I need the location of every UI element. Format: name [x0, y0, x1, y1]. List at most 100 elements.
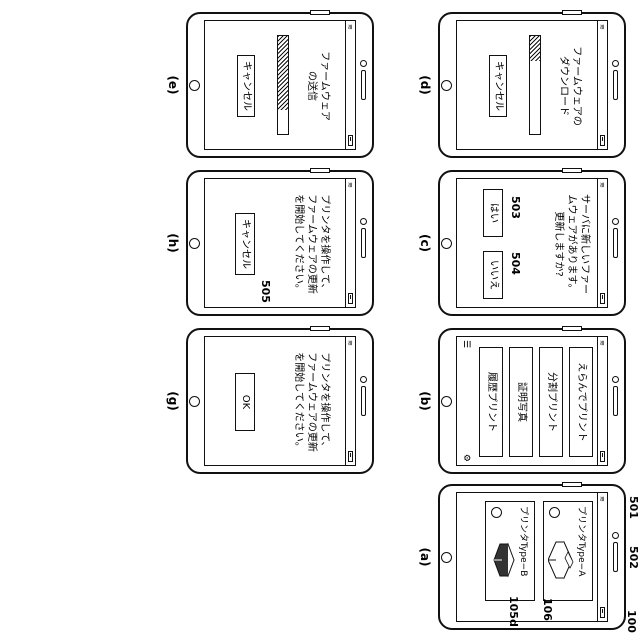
- progress-fill: [278, 36, 288, 110]
- phone-h: ≋ プリンタを操作して、 ファームウェアの更新 を開始してください。 キャンセル: [186, 170, 374, 316]
- phone-b: ≋ えらんでプリント 分割プリント 証明写真 履歴プリント ☰ ⚙: [438, 328, 626, 474]
- send-message: ファームウェア の送信: [305, 27, 331, 145]
- battery-icon: [600, 135, 605, 146]
- message-line: ファームウェアの更新: [305, 185, 318, 303]
- speaker-icon: [361, 70, 366, 100]
- caption-g: (g): [166, 328, 180, 474]
- ref-503: 503: [509, 196, 522, 219]
- ref-105d: 105d: [507, 596, 520, 627]
- radio-button[interactable]: [549, 507, 560, 518]
- camera-icon: [612, 218, 619, 225]
- speaker-icon: [613, 542, 618, 572]
- camera-icon: [612, 376, 619, 383]
- status-bar: ≋: [597, 493, 607, 621]
- side-key: [562, 10, 582, 15]
- printer-name: プリンタType−B: [518, 506, 531, 576]
- battery-icon: [348, 135, 353, 146]
- send-progress-bar: [277, 35, 289, 135]
- message-line: プリンタを操作して、: [318, 185, 331, 303]
- ref-502: 502: [627, 546, 640, 569]
- screen-a: ≋ プリンタType−A プリンタType−B: [456, 492, 608, 622]
- caption-d: (d): [418, 12, 432, 158]
- status-bar: ≋: [345, 21, 355, 149]
- message-line: 更新しますか?: [552, 185, 565, 303]
- wifi-icon: ≋: [598, 182, 606, 188]
- update-message: サーバに新しいファー ムウェアがあります。 更新しますか?: [552, 185, 591, 303]
- message-line: ファームウェア: [318, 27, 331, 145]
- message-line: プリンタを操作して、: [318, 343, 331, 461]
- home-button: [189, 238, 200, 249]
- screen-c: ≋ サーバに新しいファー ムウェアがあります。 更新しますか? はい いいえ: [456, 178, 608, 308]
- cancel-button[interactable]: キャンセル: [235, 213, 255, 275]
- battery-icon: [600, 607, 605, 618]
- ref-106: 106: [541, 598, 554, 621]
- wifi-icon: ≋: [598, 340, 606, 346]
- speaker-icon: [613, 228, 618, 258]
- wifi-icon: ≋: [346, 182, 354, 188]
- status-bar: ≋: [597, 21, 607, 149]
- speaker-icon: [613, 386, 618, 416]
- camera-icon: [360, 218, 367, 225]
- screen-h: ≋ プリンタを操作して、 ファームウェアの更新 を開始してください。 キャンセル: [204, 178, 356, 308]
- battery-icon: [600, 451, 605, 462]
- menu-icon[interactable]: ☰: [461, 340, 471, 348]
- phone-e: ≋ ファームウェア の送信 キャンセル: [186, 12, 374, 158]
- download-message: ファームウェアの ダウンロード: [557, 27, 583, 145]
- wifi-icon: ≋: [346, 24, 354, 30]
- progress-fill: [530, 36, 540, 61]
- ref-100: 100: [625, 610, 638, 633]
- cancel-button[interactable]: キャンセル: [237, 55, 255, 117]
- side-key: [562, 482, 582, 487]
- side-key: [562, 168, 582, 173]
- ok-button[interactable]: OK: [235, 373, 255, 431]
- printer-name: プリンタType−A: [576, 506, 589, 576]
- caption-c: (c): [418, 170, 432, 316]
- side-key: [310, 326, 330, 331]
- message-line: ダウンロード: [557, 27, 570, 145]
- home-button: [441, 552, 452, 563]
- side-key: [562, 326, 582, 331]
- caption-b: (b): [418, 328, 432, 474]
- status-bar: ≋: [597, 179, 607, 307]
- no-button[interactable]: いいえ: [483, 251, 503, 299]
- home-button: [189, 80, 200, 91]
- message-line: サーバに新しいファー: [578, 185, 591, 303]
- ref-505: 505: [259, 280, 272, 303]
- side-key: [310, 168, 330, 173]
- camera-icon: [612, 532, 619, 539]
- menu-item-split-print[interactable]: 分割プリント: [539, 347, 563, 457]
- ref-504: 504: [509, 252, 522, 275]
- menu-item-select-print[interactable]: えらんでプリント: [569, 347, 593, 457]
- battery-icon: [600, 293, 605, 304]
- menu-item-id-photo[interactable]: 証明写真: [509, 347, 533, 457]
- printer-icon: [548, 538, 576, 582]
- wifi-icon: ≋: [598, 496, 606, 502]
- camera-icon: [360, 376, 367, 383]
- phone-c: ≋ サーバに新しいファー ムウェアがあります。 更新しますか? はい いいえ: [438, 170, 626, 316]
- screen-b: ≋ えらんでプリント 分割プリント 証明写真 履歴プリント ☰ ⚙: [456, 336, 608, 466]
- printer-icon: [490, 538, 518, 582]
- message-line: ムウェアがあります。: [565, 185, 578, 303]
- menu-item-history-print[interactable]: 履歴プリント: [479, 347, 503, 457]
- side-key: [310, 10, 330, 15]
- cancel-button[interactable]: キャンセル: [489, 55, 507, 117]
- home-button: [441, 238, 452, 249]
- operate-printer-message: プリンタを操作して、 ファームウェアの更新 を開始してください。: [292, 185, 331, 303]
- wifi-icon: ≋: [346, 340, 354, 346]
- message-line: を開始してください。: [292, 185, 305, 303]
- screen-g: ≋ プリンタを操作して、 ファームウェアの更新 を開始してください。 OK: [204, 336, 356, 466]
- message-line: ファームウェアの更新: [305, 343, 318, 461]
- caption-a: (a): [418, 484, 432, 630]
- radio-button[interactable]: [491, 507, 502, 518]
- phone-g: ≋ プリンタを操作して、 ファームウェアの更新 を開始してください。 OK: [186, 328, 374, 474]
- settings-icon[interactable]: ⚙: [461, 454, 471, 462]
- battery-icon: [348, 293, 353, 304]
- printer-card-type-b[interactable]: プリンタType−B: [485, 501, 535, 601]
- status-bar: ≋: [597, 337, 607, 465]
- speaker-icon: [613, 70, 618, 100]
- yes-button[interactable]: はい: [483, 189, 503, 237]
- camera-icon: [612, 60, 619, 67]
- message-line: の送信: [305, 27, 318, 145]
- printer-card-type-a[interactable]: プリンタType−A: [543, 501, 593, 601]
